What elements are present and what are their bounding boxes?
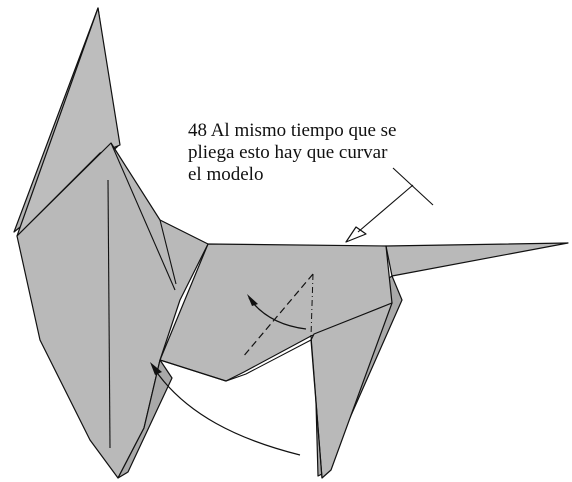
instruction-line-2: pliega esto hay que curvar [188,142,388,163]
sink-mark-icon [345,226,367,243]
instruction-line-1: 48 Al mismo tiempo que se [188,120,397,141]
valley-fold-line [241,273,314,359]
push-arrow-icon [152,366,301,456]
front-leg-back-layer [117,359,173,479]
sink-cross-line-a [392,167,434,206]
ear-front [16,7,121,237]
rear-leg-crease [310,335,323,479]
push-arrow-head [150,362,162,375]
head-side-crease [110,142,176,291]
fold-arrow-head [247,294,258,306]
step-instruction-text: 48 Al mismo tiempo que se pliega esto ha… [188,120,508,186]
neck-crease [159,219,177,285]
sink-pointer-line [357,184,414,233]
tail-flap [385,242,569,277]
mountain-fold-line [310,273,314,337]
instruction-line-3: el modelo [188,164,264,185]
head-center-crease [107,179,111,449]
belly-edge [159,339,312,382]
